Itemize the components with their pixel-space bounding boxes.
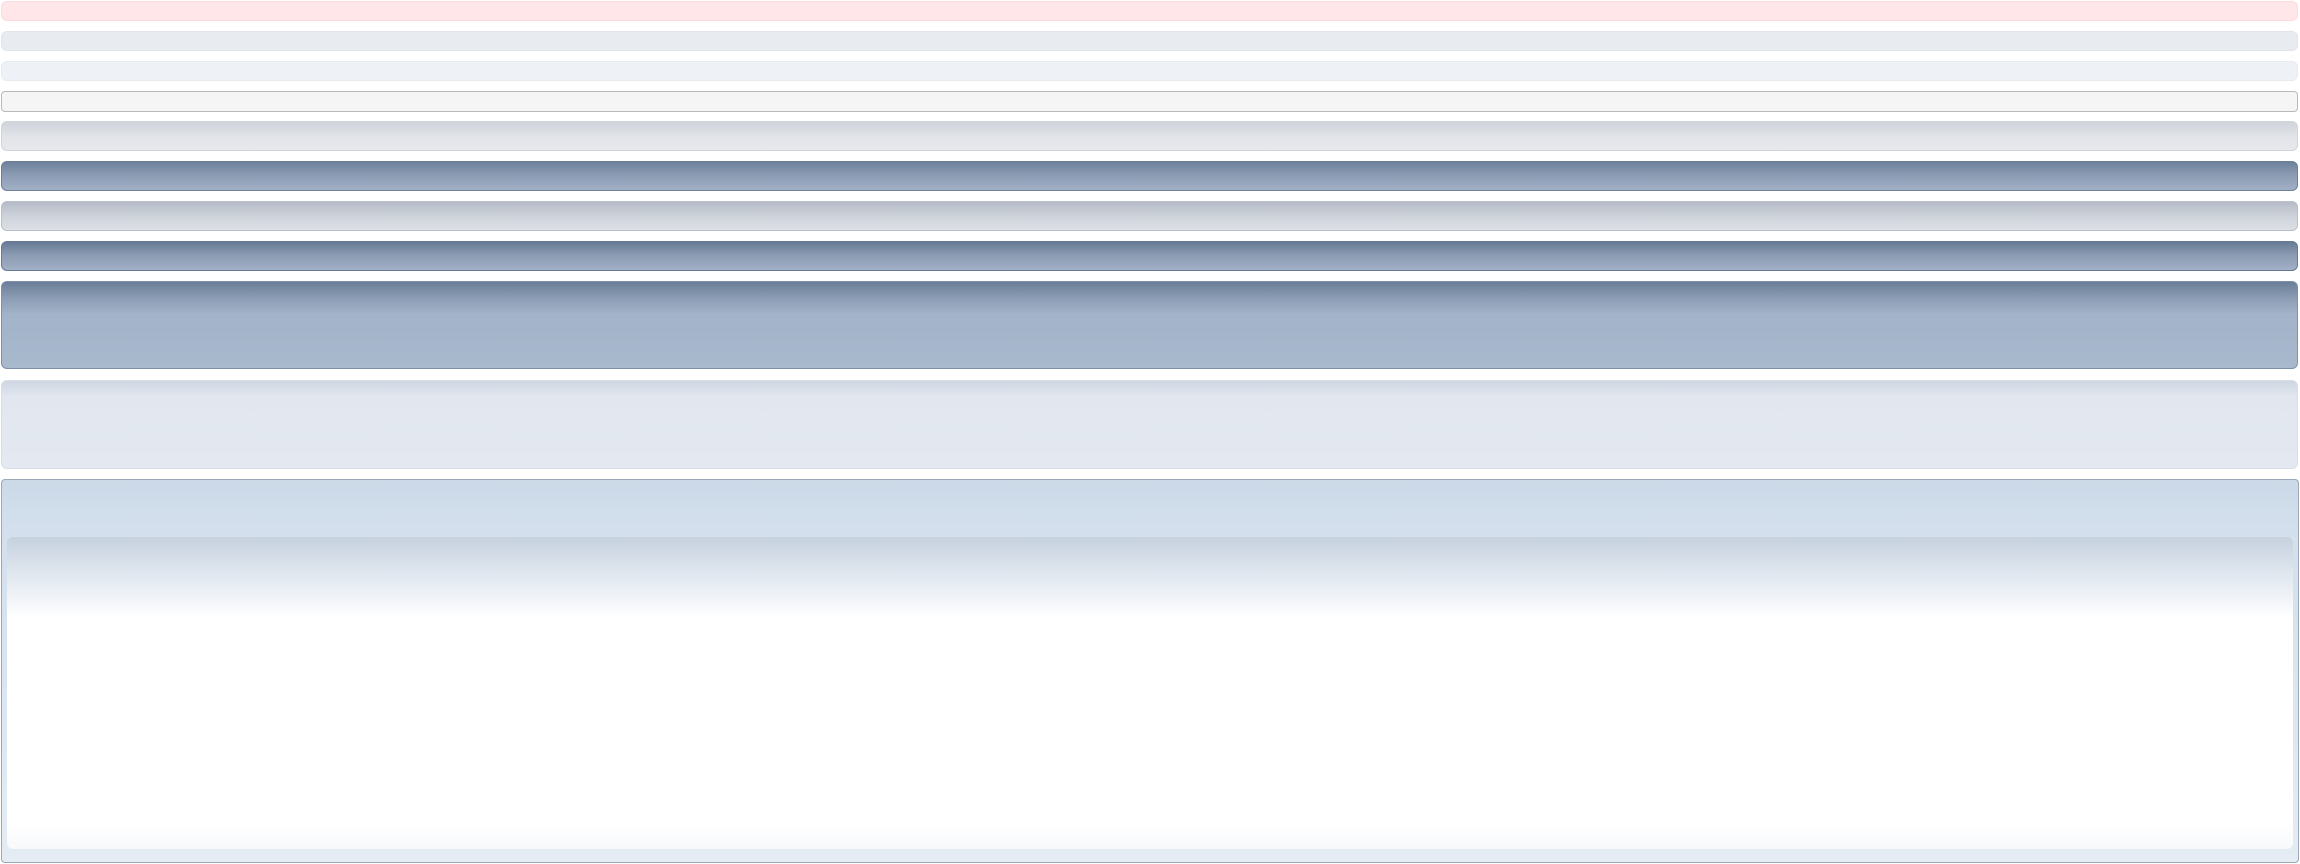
notice-banner (1, 1, 2298, 21)
content-panel (1, 479, 2299, 863)
info-strip-2 (1, 61, 2298, 81)
blue-button-2[interactable] (1, 241, 2298, 271)
header-block (1, 281, 2298, 369)
panel-body (7, 537, 2293, 849)
grey-button-2[interactable] (1, 201, 2298, 231)
info-strip-1 (1, 31, 2298, 51)
blue-button-1[interactable] (1, 161, 2298, 191)
grey-button-1[interactable] (1, 121, 2298, 151)
light-block (1, 380, 2298, 469)
text-input[interactable] (1, 91, 2298, 112)
